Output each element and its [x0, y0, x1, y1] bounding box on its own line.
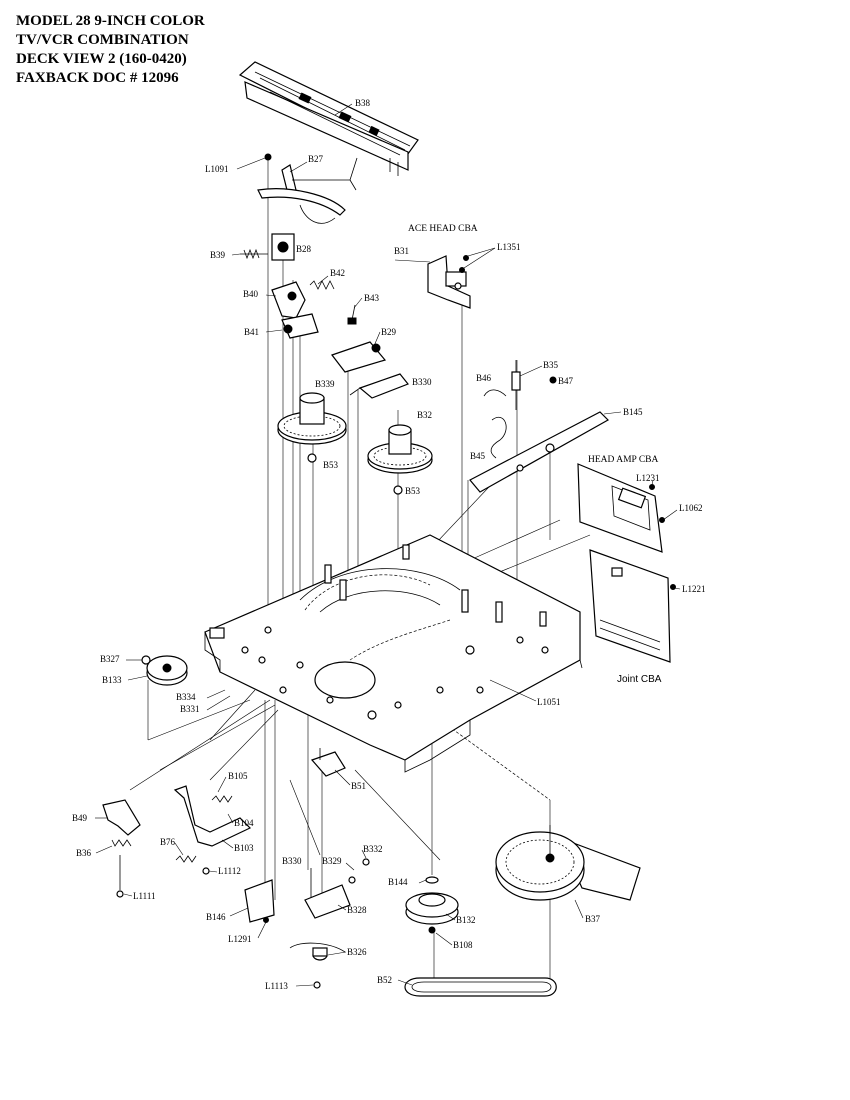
part-labels: B38 L1091 B27 B39 B28 B42 B43 B40 B41 B2… [72, 98, 706, 991]
label-b42: B42 [330, 268, 345, 278]
label-l1291: L1291 [228, 934, 252, 944]
b339-reel-disc [277, 392, 347, 463]
label-b332: B332 [363, 844, 383, 854]
label-b108: B108 [453, 940, 473, 950]
label-l1113: L1113 [265, 981, 288, 991]
label-b327: B327 [100, 654, 120, 664]
b133-motor [141, 655, 188, 686]
label-b328: B328 [347, 905, 367, 915]
header-model: MODEL 28 9-INCH COLOR [16, 13, 205, 29]
label-b49: B49 [72, 813, 88, 823]
label-l1091: L1091 [205, 164, 229, 174]
label-b339: B339 [315, 379, 335, 389]
b326-pulley [289, 942, 346, 989]
joint-cba-board [589, 549, 676, 663]
header-product: TV/VCR COMBINATION [16, 32, 189, 48]
label-l1231: L1231 [636, 473, 660, 483]
label-joint-cba: Joint CBA [617, 674, 662, 685]
label-b53-left: B53 [323, 460, 339, 470]
page-header: MODEL 28 9-INCH COLOR TV/VCR COMBINATION… [16, 12, 205, 88]
b52-belt [404, 977, 557, 997]
label-b27: B27 [308, 154, 324, 164]
label-head-amp-cba: HEAD AMP CBA [588, 455, 659, 465]
b330-bracket [349, 373, 409, 399]
label-b145: B145 [623, 407, 643, 417]
label-b45: B45 [470, 451, 486, 461]
b146-bracket [244, 879, 275, 923]
b27-lever [257, 153, 358, 224]
label-b330-bottom: B330 [282, 856, 302, 866]
label-b39: B39 [210, 250, 226, 260]
label-l1221: L1221 [682, 584, 706, 594]
label-leader-lines [95, 103, 681, 987]
label-b40: B40 [243, 289, 259, 299]
b103-bracket [173, 785, 252, 875]
label-b46: B46 [476, 373, 492, 383]
label-b104: B104 [234, 818, 254, 828]
b49-lever [102, 799, 141, 898]
label-b28: B28 [296, 244, 312, 254]
label-b103: B103 [234, 843, 254, 853]
label-b329: B329 [322, 856, 342, 866]
label-b133: B133 [102, 675, 122, 685]
label-b76: B76 [160, 837, 176, 847]
label-l1062: L1062 [679, 503, 703, 513]
label-b36: B36 [76, 848, 92, 858]
b42-b29-parts [309, 280, 387, 373]
label-l1051: L1051 [537, 697, 561, 707]
label-b326: B326 [347, 947, 367, 957]
label-b146: B146 [206, 912, 226, 922]
label-ace-head-cba: ACE HEAD CBA [408, 224, 478, 234]
label-l1112: L1112 [218, 866, 241, 876]
label-b41: B41 [244, 327, 259, 337]
b132-pulley [405, 876, 459, 934]
label-b334: B334 [176, 692, 196, 702]
b37-capstan-flywheel [495, 825, 641, 901]
b28-b41-assembly [240, 233, 319, 339]
label-b38: B38 [355, 98, 371, 108]
label-b51: B51 [351, 781, 366, 791]
header-doc-number: FAXBACK DOC # 12096 [16, 70, 179, 86]
ace-head-cba [427, 255, 471, 309]
head-amp-cba-board [577, 463, 665, 553]
b51-bracket [310, 748, 346, 777]
b32-reel-disc [367, 424, 433, 495]
label-b43: B43 [364, 293, 380, 303]
label-b29: B29 [381, 327, 397, 337]
header-view: DECK VIEW 2 (160-0420) [16, 51, 187, 67]
b328-arm [304, 858, 370, 919]
label-b330-top: B330 [412, 377, 432, 387]
label-b331: B331 [180, 704, 200, 714]
b38-cassette-rail [238, 61, 419, 176]
label-b53-right: B53 [405, 486, 421, 496]
label-b47: B47 [558, 376, 574, 386]
label-b31: B31 [394, 246, 409, 256]
label-b105: B105 [228, 771, 248, 781]
label-b144: B144 [388, 877, 408, 887]
label-b32: B32 [417, 410, 432, 420]
label-l1111: L1111 [133, 891, 156, 901]
label-b35: B35 [543, 360, 559, 370]
main-chassis [204, 534, 583, 773]
label-b52: B52 [377, 975, 392, 985]
label-l1351: L1351 [497, 242, 521, 252]
b35-pinch-arm [469, 360, 609, 493]
label-b37: B37 [585, 914, 601, 924]
label-b132: B132 [456, 915, 476, 925]
